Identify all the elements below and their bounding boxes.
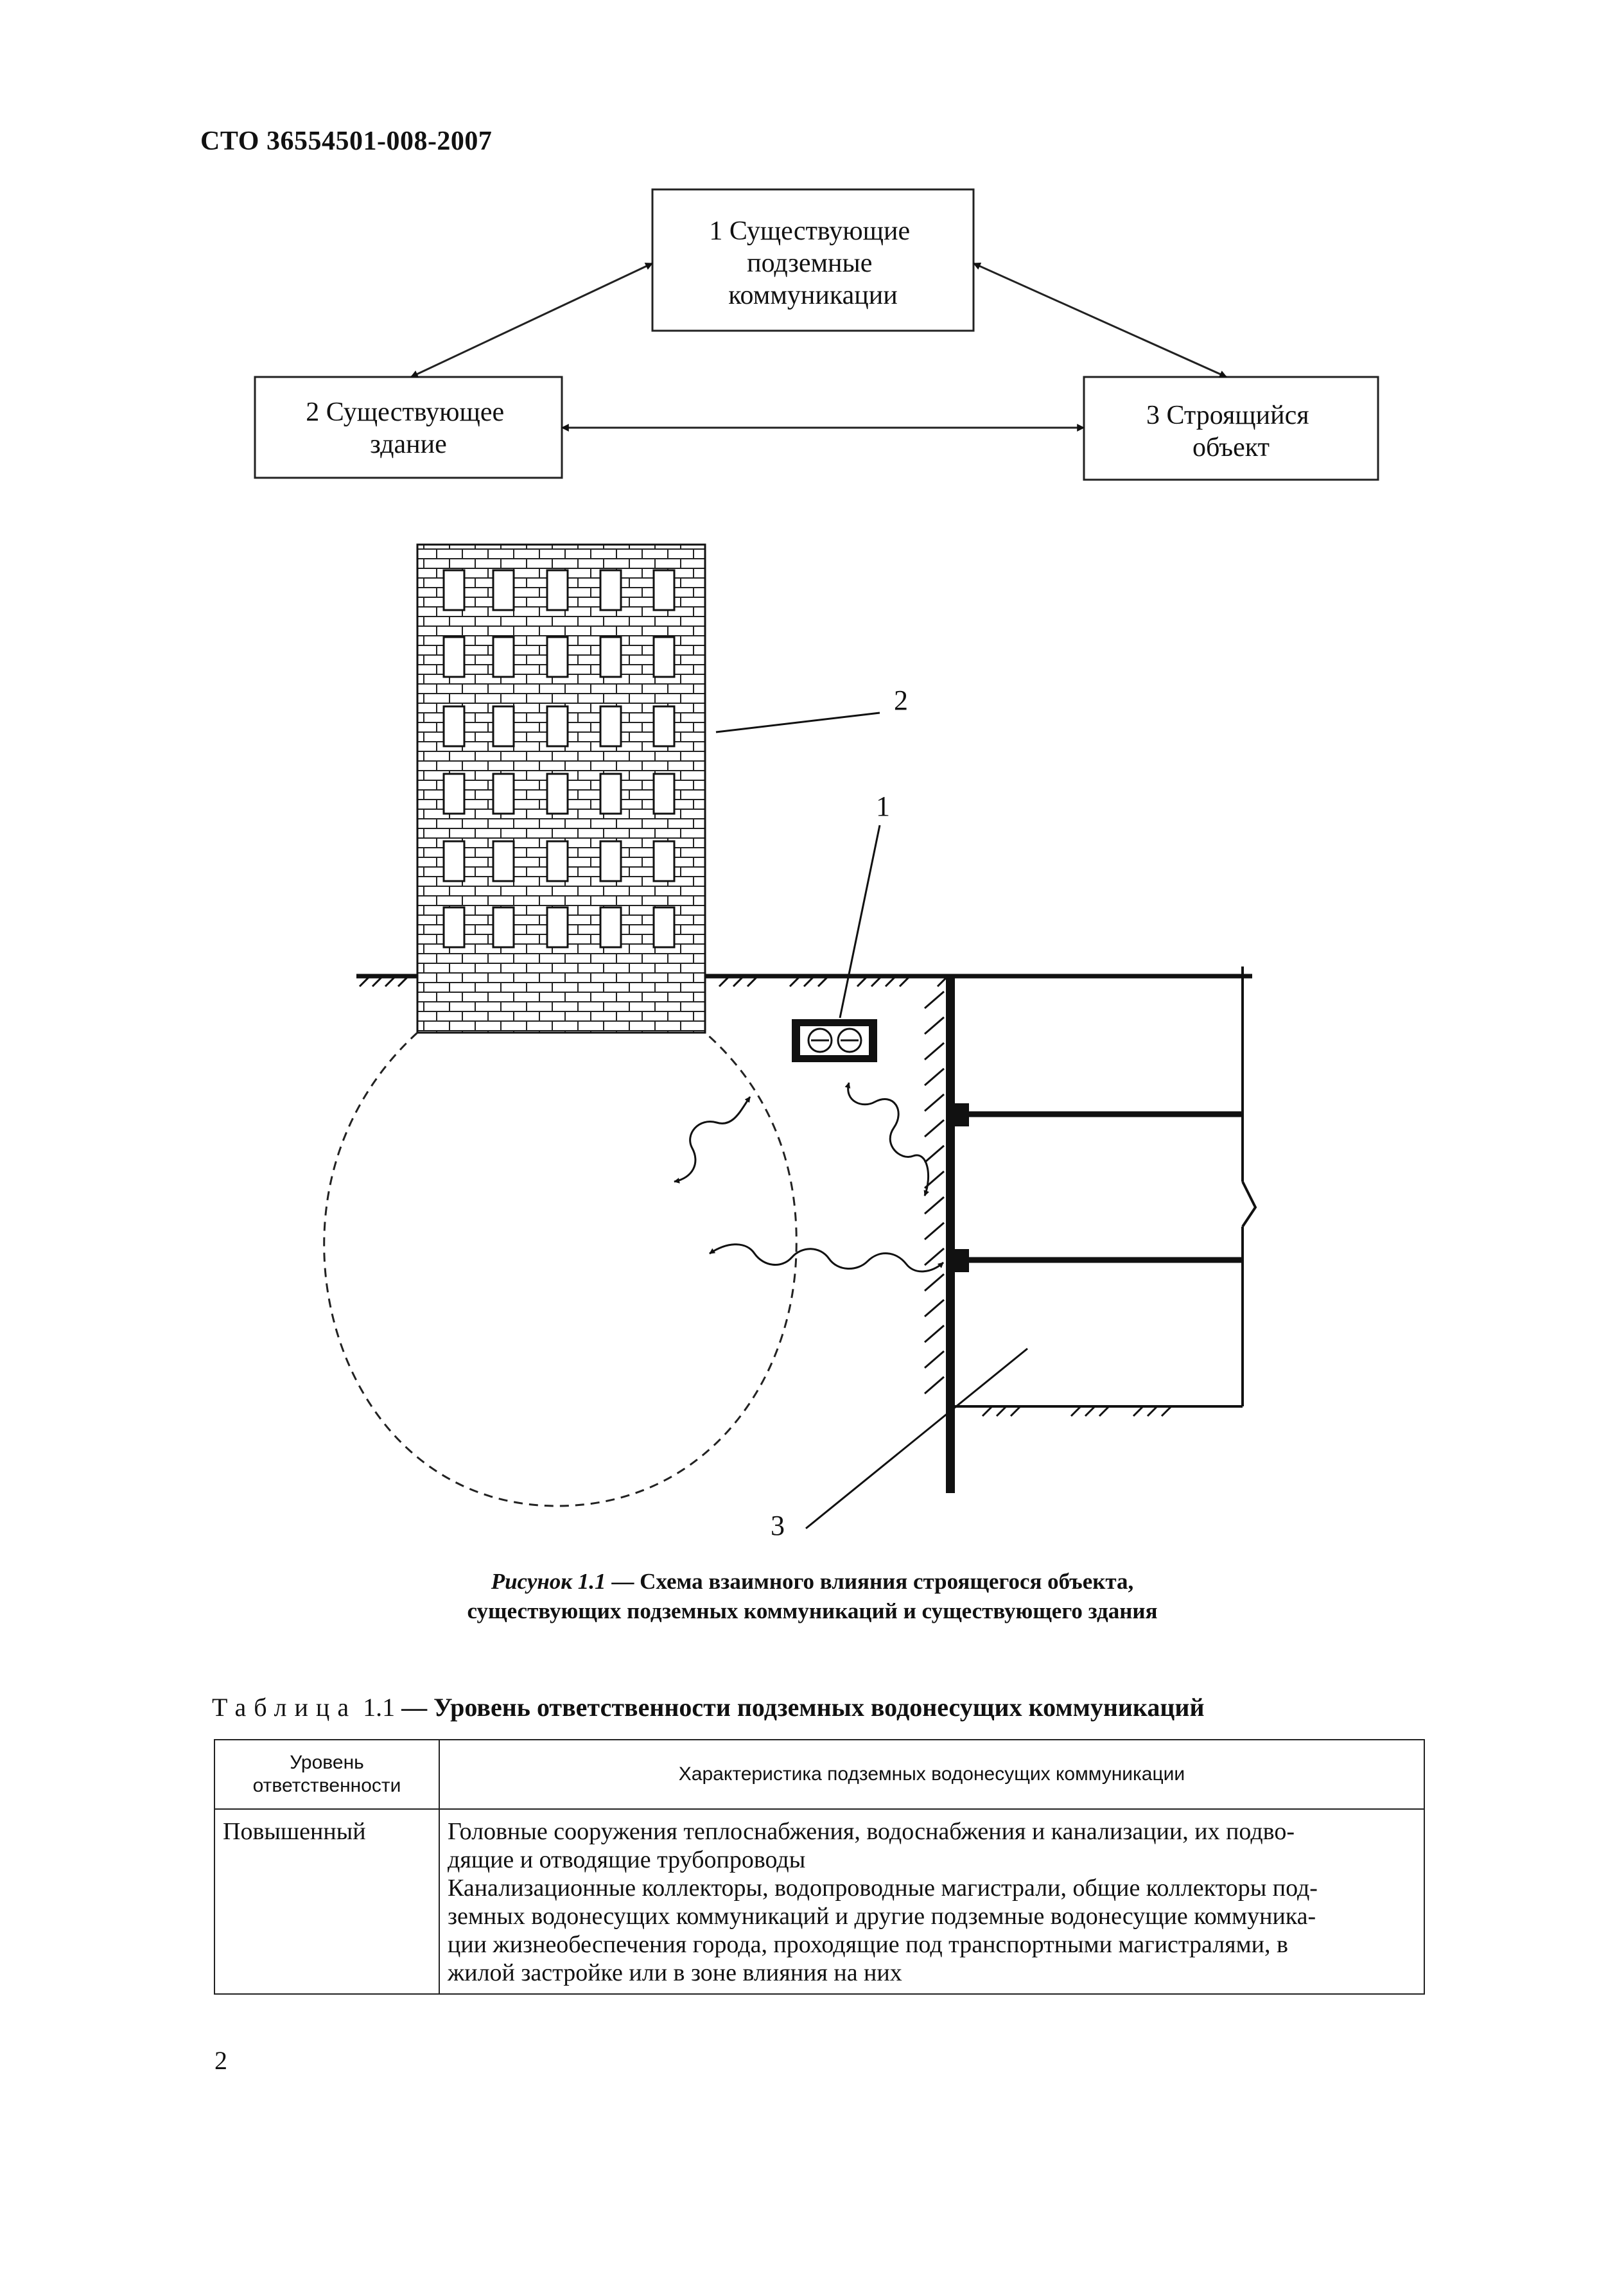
leader-lines <box>715 712 1028 1530</box>
cell-text-line: ции жизнеобеспечения города, проходящие … <box>448 1931 1288 1958</box>
table-row: Повышенный Головные сооружения теплоснаб… <box>214 1808 1425 1995</box>
header-characteristics: Характеристика подземных водонесущих ком… <box>439 1739 1425 1810</box>
box-new-structure: 3 Строящийся объект <box>1083 376 1379 481</box>
header-responsibility-level: Уровень ответственности <box>214 1739 440 1810</box>
cell-text-line: Головные сооружения теплоснабжения, водо… <box>448 1818 1295 1845</box>
retaining-wall <box>924 976 955 1493</box>
cell-text-line: дящие и отводящие трубопроводы <box>448 1846 806 1873</box>
table-number: 1.1 <box>363 1693 396 1722</box>
cell-text-line: земных водонесущих коммуникаций и другие… <box>448 1903 1316 1930</box>
cell-text-line: Канализационные коллекторы, водопроводны… <box>448 1875 1318 1902</box>
influence-zone-outline <box>323 1031 798 1507</box>
existing-building <box>416 543 706 1034</box>
figure-caption-line2: существующих подземных коммуникаций и су… <box>467 1598 1158 1623</box>
figure-caption: Рисунок 1.1 — Схема взаимного влияния ст… <box>257 1567 1368 1626</box>
cell-text-line: жилой застройке или в зоне влияния на ни… <box>448 1959 902 1986</box>
utility-conduit <box>792 1019 877 1062</box>
table-word: Таблица <box>212 1693 357 1722</box>
mutual-influence-diagram: 1 Существующие подземные коммуникации 2 … <box>254 188 1379 1541</box>
box-existing-utilities: 1 Существующие подземные коммуникации <box>651 188 975 332</box>
wave-arrow-utility <box>844 1082 930 1196</box>
svg-text:2 Существующее здание: 2 Существующее здание <box>306 398 511 459</box>
label-utility: 1 <box>876 791 890 822</box>
page-number: 2 <box>214 2046 227 2075</box>
cell-characteristics: Головные сооружения теплоснабжения, водо… <box>439 1808 1425 1995</box>
figure-caption-prefix: Рисунок 1.1 <box>491 1569 606 1594</box>
arrow-utilities-building <box>410 262 654 378</box>
svg-text:3 Строящийся объект: 3 Строящийся объект <box>1146 401 1316 462</box>
box-existing-building: 2 Существующее здание <box>254 376 563 479</box>
svg-text:1 Существующие подземные: 1 Существующие подземные коммуникации <box>709 216 916 310</box>
new-structure <box>955 966 1257 1417</box>
table-title: Таблица 1.1 — Уровень ответственности по… <box>212 1692 1205 1722</box>
responsibility-table: Уровень ответственности Характеристика п… <box>214 1739 1425 1995</box>
label-building: 2 <box>894 685 908 716</box>
wave-arrow-zone <box>674 1096 751 1184</box>
cell-level: Повышенный <box>214 1808 440 1995</box>
table-header-row: Уровень ответственности Характеристика п… <box>214 1739 1425 1810</box>
wave-arrow-horizontal <box>709 1243 944 1273</box>
label-structure: 3 <box>771 1510 785 1541</box>
document-code-header: СТО 36554501-008-2007 <box>200 127 493 156</box>
arrow-utilities-structure <box>972 262 1228 378</box>
figure-caption-line1: — Схема взаимного влияния строящегося об… <box>606 1569 1134 1594</box>
table-title-text: — Уровень ответственности подземных водо… <box>401 1693 1205 1722</box>
